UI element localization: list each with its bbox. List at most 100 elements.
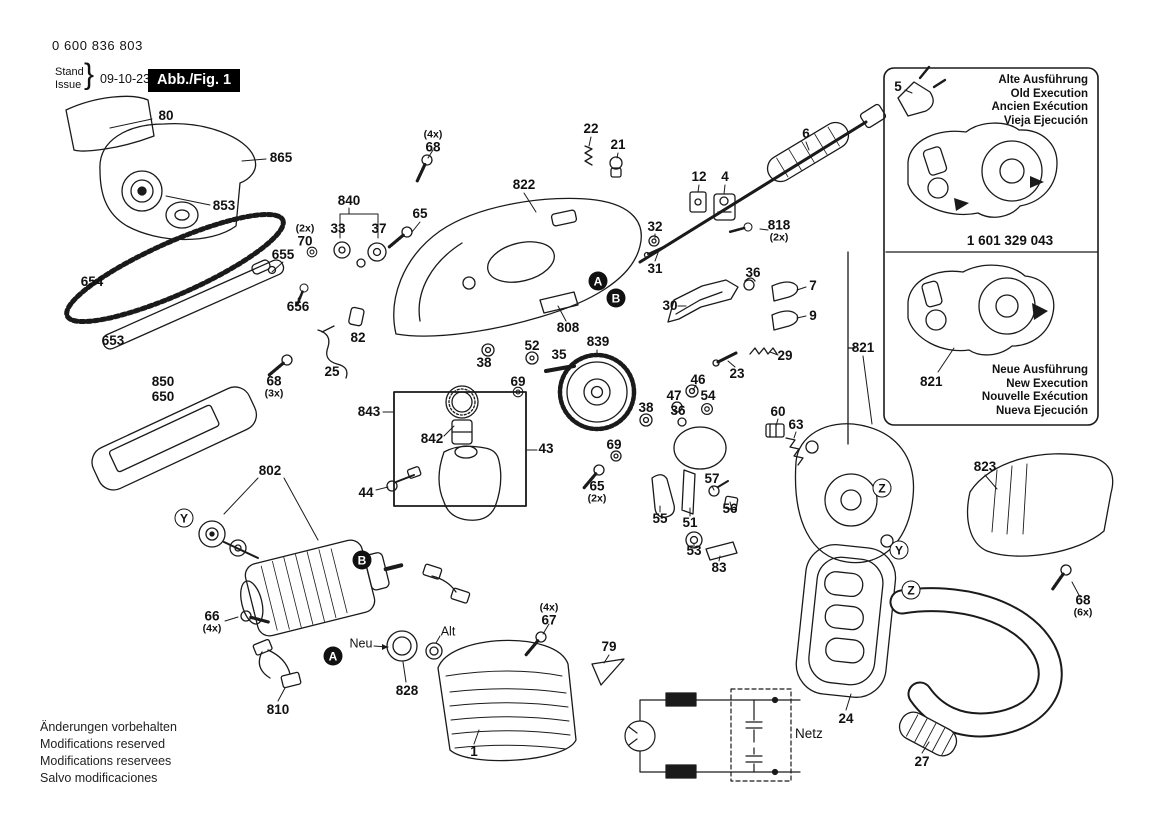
part-label-808: 808 <box>556 319 580 335</box>
part-label-823: 823 <box>973 458 997 474</box>
part-label-6: 6 <box>802 125 810 141</box>
part-label-842: 842 <box>420 430 444 446</box>
part-label-21: 21 <box>610 136 626 152</box>
part-label-822: 822 <box>512 176 536 192</box>
part-label-68: 68(6x) <box>1073 592 1093 619</box>
callout-a: A <box>588 271 608 291</box>
part-label-68: 68(3x) <box>264 373 284 400</box>
part-label-82: 82 <box>350 329 366 345</box>
part-label-46: 46 <box>690 371 706 387</box>
part-label-47: 47 <box>666 387 682 403</box>
mains-label: Netz <box>795 726 823 741</box>
part-label-52: 52 <box>524 337 540 353</box>
stand-issue-block: Stand Issue <box>55 66 84 92</box>
part-label-43: 43 <box>538 440 554 456</box>
legend-old-line-4: Vieja Ejecución <box>1003 114 1088 127</box>
part-label-35: 35 <box>551 346 567 362</box>
part-label-65: 65 <box>412 205 428 221</box>
part-label-5: 5 <box>894 78 902 94</box>
part-label-56: 56 <box>722 500 738 516</box>
part-label-853: 853 <box>212 197 236 213</box>
legend-new-line-4: Nueva Ejecución <box>995 404 1088 417</box>
part-label-51: 51 <box>682 514 698 530</box>
part-label-67: (4x)67 <box>539 601 559 628</box>
part-label-656: 656 <box>286 298 310 314</box>
issue-label: Issue <box>55 79 82 91</box>
part-label-839: 839 <box>586 333 610 349</box>
part-label-65: 65(2x) <box>587 478 607 505</box>
legend-new-line-1: Neue Ausführung <box>991 364 1088 376</box>
part-label-69: 69 <box>510 373 526 389</box>
part-label-36: 36 <box>670 402 686 418</box>
legend-part-ref: 821 <box>920 374 943 389</box>
part-label-654: 654 <box>80 273 104 289</box>
part-label-38: 38 <box>638 399 654 415</box>
part-label-80: 80 <box>158 107 174 123</box>
legend-old-line-1: Alte Ausführung <box>998 74 1088 86</box>
part-label-38: 38 <box>476 354 492 370</box>
part-label-36: 36 <box>745 264 761 280</box>
part-label-821: 821 <box>851 339 875 355</box>
callout-b: B <box>606 288 626 308</box>
part-label-802: 802 <box>258 462 282 478</box>
callout-y: Y <box>174 508 194 528</box>
part-label-840: 840 <box>337 192 361 208</box>
mains-circuit-diagram <box>624 688 801 782</box>
part-label-54: 54 <box>700 387 716 403</box>
footer-line-2: Modifications reserved <box>40 737 166 751</box>
part-label-68: (4x)68 <box>423 128 443 155</box>
part-label-25: 25 <box>324 363 340 379</box>
part-label-4: 4 <box>721 168 729 184</box>
legend-old-line-3: Ancien Exécution <box>991 101 1089 113</box>
part-label-32: 32 <box>647 218 663 234</box>
part-label-79: 79 <box>601 638 617 654</box>
part-label-1: 1 <box>470 743 478 759</box>
callout-z: Z <box>901 580 921 600</box>
part-label-23: 23 <box>729 365 745 381</box>
footer-notes: Änderungen vorbehalten Modifications res… <box>40 719 177 787</box>
document-number: 0 600 836 803 <box>52 38 143 53</box>
legend-new-line-2: New Execution <box>1006 377 1088 390</box>
part-label-12: 12 <box>691 168 707 184</box>
part-label-55: 55 <box>652 510 668 526</box>
callout-b: B <box>352 550 372 570</box>
legend-part-number: 1 601 329 043 <box>966 233 1054 248</box>
part-label-7: 7 <box>809 277 817 293</box>
issue-date: 09-10-23 <box>100 72 151 86</box>
part-label-44: 44 <box>358 484 374 500</box>
part-label-30: 30 <box>662 297 678 313</box>
part-label-53: 53 <box>686 542 702 558</box>
part-label-655: 655 <box>271 246 295 262</box>
part-label-70: (2x)70 <box>295 222 315 249</box>
legend-new-line-3: Nouvelle Exécution <box>981 391 1088 403</box>
part-label-818: 818(2x) <box>767 217 791 244</box>
legend-old-title: Alte Ausführung Old Execution Ancien Exé… <box>950 74 1089 128</box>
part-label-57: 57 <box>704 470 720 486</box>
part-label-653: 653 <box>101 332 125 348</box>
part-label-24: 24 <box>838 710 854 726</box>
part-label-865: 865 <box>269 149 293 165</box>
callout-y: Y <box>889 540 909 560</box>
stand-label: Stand <box>55 66 84 78</box>
part-label-63: 63 <box>788 416 804 432</box>
footer-line-3: Modifications reservees <box>40 754 172 768</box>
part-label-850: 850 <box>151 373 175 389</box>
legend-new-title: Neue Ausführung New Execution Nouvelle E… <box>950 364 1088 418</box>
part-label-31: 31 <box>647 260 663 276</box>
figure-label: Abb./Fig. 1 <box>148 69 241 92</box>
part-label-66: 66(4x) <box>202 608 222 635</box>
part-label-828: 828 <box>395 682 419 698</box>
part-label-843: 843 <box>357 403 381 419</box>
part-label-60: 60 <box>770 403 786 419</box>
part-label-83: 83 <box>711 559 727 575</box>
part-label-29: 29 <box>777 347 793 363</box>
part-label-810: 810 <box>266 701 290 717</box>
part-label-neu: Neu <box>349 636 373 651</box>
part-label-650: 650 <box>151 388 175 404</box>
part-label-27: 27 <box>914 753 930 769</box>
part-label-33: 33 <box>330 220 346 236</box>
part-label-alt: Alt <box>440 624 456 639</box>
